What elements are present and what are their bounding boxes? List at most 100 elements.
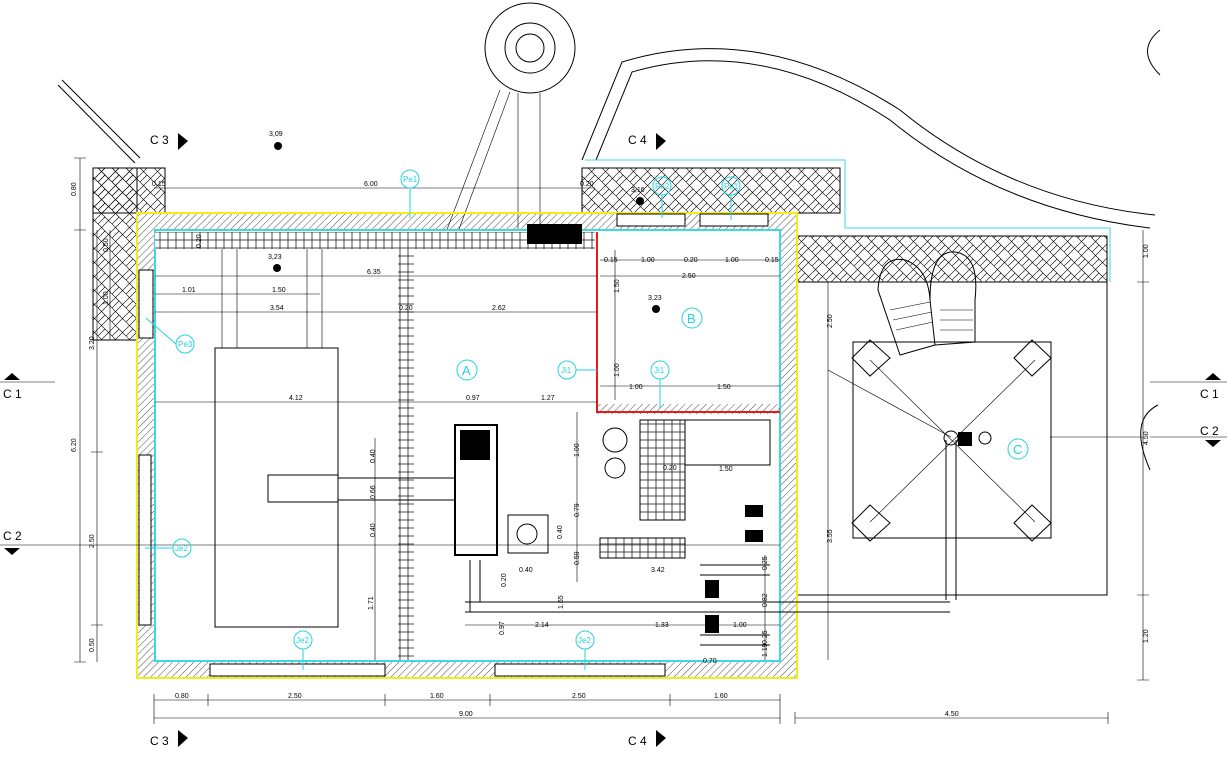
room-c-label: C	[1013, 442, 1022, 457]
dim-label: 0.20	[399, 305, 413, 312]
dim-label: 0.97	[499, 621, 506, 635]
elevation-label: 3,23	[268, 254, 282, 261]
well-circle	[484, 2, 576, 94]
dim-label: 9.00	[459, 711, 473, 718]
tag-ji1: Ji1	[561, 366, 572, 375]
dim-label: 0.20	[196, 234, 203, 248]
dim-label: 1.00	[1143, 244, 1150, 258]
dim-label: 0.20	[501, 573, 508, 587]
dim-label: 0.20	[684, 257, 698, 264]
dim-label: 1.60	[714, 693, 728, 700]
dim-label: 0.15	[765, 257, 779, 264]
tag-je2: Je2	[578, 636, 591, 645]
dim-label: 1.00	[614, 363, 621, 377]
ladder	[877, 251, 977, 356]
dim-label: 0.50	[89, 638, 96, 652]
dim-label: 1.19	[762, 643, 769, 657]
room-b-label: B	[687, 311, 696, 326]
dim-label: 1.71	[368, 596, 375, 610]
dim-label: 1.00	[733, 622, 747, 629]
dim-label: 0.15	[152, 181, 166, 188]
dim-label: 1.50	[272, 287, 286, 294]
elevation-label: 3,09	[269, 131, 283, 138]
dim-label: 1.33	[655, 622, 669, 629]
dim-label: 4.50	[945, 711, 959, 718]
dim-label: 2.50	[288, 693, 302, 700]
dim-label: 0.20	[663, 465, 677, 472]
tank-platform	[827, 251, 1052, 600]
section-c2-right: C 2	[1200, 424, 1219, 438]
window-bottom-2[interactable]	[494, 663, 666, 677]
dim-label: 1.01	[182, 287, 196, 294]
dim-label: 4.50	[1143, 431, 1150, 445]
dim-label: 6.20	[71, 438, 78, 452]
dim-label: 1.00	[574, 443, 581, 457]
dim-label: 6.35	[367, 269, 381, 276]
dim-label: 3.20	[89, 336, 96, 350]
dim-label: 3.42	[651, 567, 665, 574]
dim-label: 6.00	[364, 181, 378, 188]
elevation-label: 3,16	[631, 187, 645, 194]
room-labels	[456, 307, 1029, 460]
dim-label: 0.25	[762, 556, 769, 570]
dim-label: 2.50	[682, 273, 696, 280]
dim-label: 4.12	[289, 395, 303, 402]
section-c4-top: C 4	[628, 133, 647, 147]
dim-label: 1.00	[725, 257, 739, 264]
dim-label: 0.59	[574, 551, 581, 565]
dim-label: 1.50	[719, 466, 733, 473]
dim-label: 0.40	[370, 449, 377, 463]
tag-ji1: Ji1	[654, 366, 665, 375]
dim-label: 2.50	[89, 534, 96, 548]
tag-je2: Je2	[175, 544, 188, 553]
door-left[interactable]	[138, 269, 154, 339]
dim-label: 1.27	[541, 395, 555, 402]
tag-pe1: Pe1	[724, 182, 739, 191]
dim-label: 1.00	[629, 384, 643, 391]
elevation-label: 3,23	[648, 295, 662, 302]
room-b-wall	[596, 232, 780, 413]
section-c1-right: C 1	[1200, 387, 1219, 401]
dim-label: 1.50	[717, 384, 731, 391]
dim-label: 0.40	[370, 523, 377, 537]
section-markers: C 3 C 4 C 3 C 4 C 1 C 2 C 1 C 2	[0, 133, 1227, 748]
dim-label: 0.50	[103, 238, 110, 252]
dim-label: 3.55	[827, 529, 834, 543]
dim-label: 3.54	[270, 305, 284, 312]
dim-label: 1.00	[103, 291, 110, 305]
pump-box	[507, 514, 549, 554]
dim-label: 2.14	[535, 622, 549, 629]
window-left[interactable]	[138, 454, 152, 626]
dim-label: 0.66	[370, 485, 377, 499]
window-top[interactable]	[699, 213, 769, 227]
tag-pe1: Pe1	[403, 175, 418, 184]
section-c3-top: C 3	[150, 133, 169, 147]
dim-label: 0.97	[466, 395, 480, 402]
dim-label: 1.65	[558, 595, 565, 609]
section-c4-bottom: C 4	[628, 734, 647, 748]
dim-label: 0.70	[703, 658, 717, 665]
equipment	[214, 249, 950, 646]
window-bottom-1[interactable]	[209, 663, 386, 677]
dim-label: 1.50	[614, 279, 621, 293]
paving	[92, 159, 1111, 596]
dim-label: 2.50	[827, 314, 834, 328]
section-c1-left: C 1	[3, 387, 22, 401]
outer-outline	[136, 212, 798, 679]
door-top[interactable]	[616, 213, 686, 227]
elevation-markers: 3,09 3,23 3,23 3,16	[268, 131, 662, 313]
dim-label: 1.60	[430, 693, 444, 700]
dimension-lines	[74, 157, 1149, 724]
dim-label: 2.50	[572, 693, 586, 700]
dim-label: 0.20	[580, 181, 594, 188]
dim-label: 0.82	[762, 593, 769, 607]
opening-tags	[145, 169, 741, 670]
room-a-label: A	[462, 363, 471, 378]
dimension-labels: 0.80 2.50 1.60 2.50 1.60 9.00 4.50 0.80 …	[71, 181, 1150, 718]
dim-label: 1.20	[1143, 629, 1150, 643]
tag-pe2: Pe2	[655, 182, 670, 191]
tag-pe3: Pe3	[178, 340, 193, 349]
dim-label: 0.15	[604, 257, 618, 264]
opening-tag-labels: Pe1 Pe2 Pe1 Pe3 Ji1 Ji1 Je2 Je2 Je2	[175, 175, 739, 645]
